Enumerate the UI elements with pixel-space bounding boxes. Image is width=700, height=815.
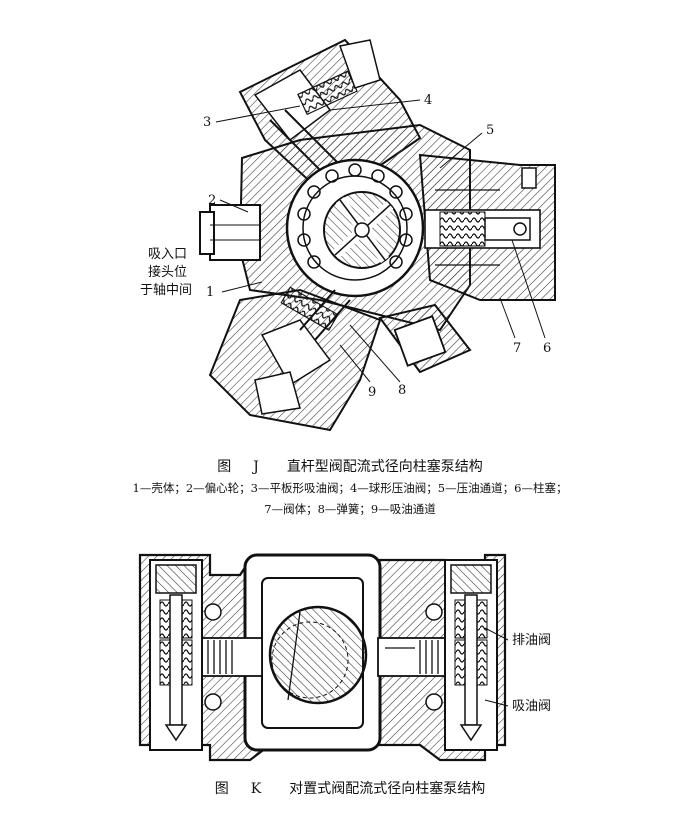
callout-8: 8: [398, 383, 406, 398]
figure-k-title: 对置式阀配流式径向柱塞泵结构: [289, 781, 486, 797]
figure-j-caption: 图 J 直杆型阀配流式径向柱塞泵结构: [0, 456, 700, 476]
side-label-line-3: 于轴中间: [140, 283, 192, 298]
callout-5: 5: [486, 123, 494, 138]
figure-j-legend-line-2: 7—阀体；8—弹簧；9—吸油通道: [264, 502, 436, 516]
callout-2: 2: [208, 193, 216, 208]
figure-j-prefix: 图: [217, 459, 232, 475]
figure-k-letter: K: [250, 781, 262, 797]
inlet-side-label: 吸入口 接头位 于轴中间: [140, 247, 192, 298]
callout-9: 9: [368, 385, 376, 400]
callout-3: 3: [203, 115, 211, 130]
callout-4: 4: [424, 93, 432, 108]
k-right-valves: [425, 559, 498, 751]
figure-k-drawing: 排油阀 吸油阀: [138, 553, 551, 762]
lower-left-arm-cylinder: [208, 286, 382, 432]
k-eccentric: [268, 605, 368, 705]
discharge-valve-label: 排油阀: [512, 633, 551, 648]
callout-6: 6: [543, 341, 551, 356]
figure-j-drawing: 1 2 3 4 5 6 7 8 9 吸入口 接头位 于轴中间: [140, 38, 556, 432]
right-arm-cylinder: [418, 153, 556, 301]
side-label-line-2: 接头位: [148, 264, 187, 280]
outlet-fitting: [378, 303, 472, 374]
figure-j-title: 直杆型阀配流式径向柱塞泵结构: [286, 459, 483, 475]
callout-7: 7: [513, 341, 521, 356]
suction-valve-label: 吸油阀: [512, 699, 551, 714]
callout-1: 1: [206, 285, 214, 300]
figure-j-legend-line-1: 1—壳体；2—偏心轮；3—平板形吸油阀；4—球形压油阀；5—压油通道；6—柱塞；: [132, 481, 568, 495]
figure-k-caption: 图 K 对置式阀配流式径向柱塞泵结构: [0, 778, 700, 798]
inlet-fitting: [199, 204, 261, 261]
side-label-line-1: 吸入口: [148, 247, 187, 262]
bearing-balls: [297, 163, 413, 269]
callout-numbers: 1 2 3 4 5 6 7 8 9: [203, 93, 551, 400]
callout-leaders: [215, 99, 546, 383]
k-left-plunger: [199, 637, 263, 677]
pump-housing: [238, 123, 471, 332]
figure-j-letter: J: [253, 459, 259, 475]
figure-k-prefix: 图: [214, 781, 229, 797]
k-left-valves: [149, 559, 222, 751]
